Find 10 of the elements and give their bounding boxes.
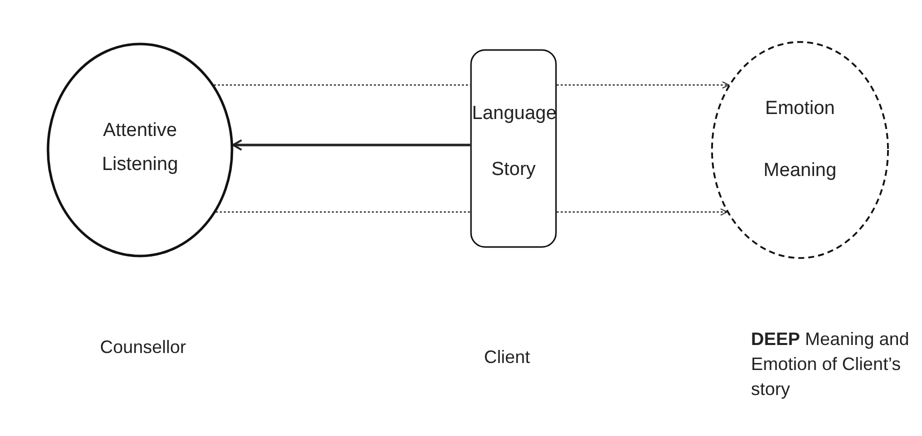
arrow bbox=[556, 81, 730, 89]
arrow bbox=[232, 139, 470, 151]
node-label: Story bbox=[490, 158, 537, 182]
caption-text: Client bbox=[484, 346, 532, 369]
node-label: Attentive Listening bbox=[100, 119, 180, 177]
caption-text: Counsellor bbox=[100, 336, 188, 359]
arrow bbox=[556, 208, 728, 216]
node-label: Emotion bbox=[764, 97, 836, 121]
caption-text: DEEP Meaning and Emotion of Client’s story bbox=[751, 328, 910, 401]
node-label: Meaning bbox=[762, 159, 838, 183]
